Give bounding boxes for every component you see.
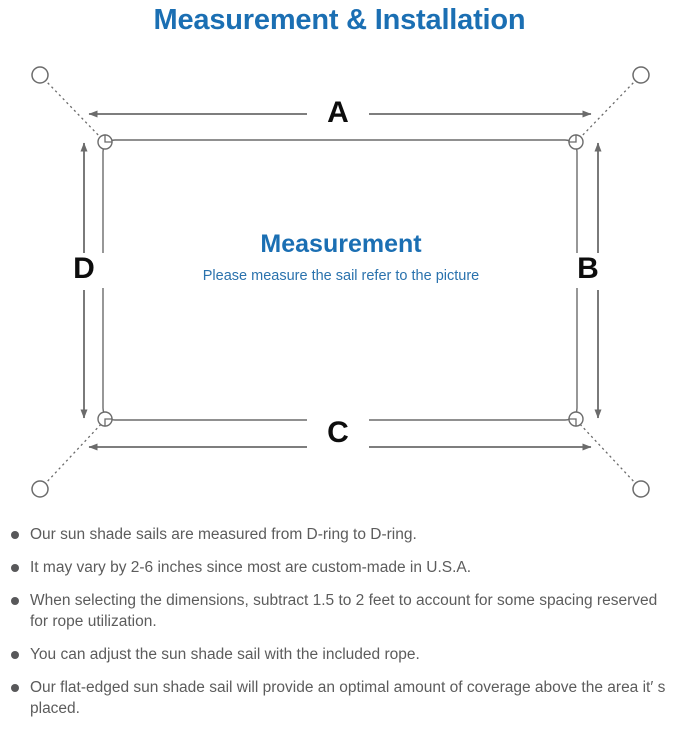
note-text: It may vary by 2-6 inches since most are… — [30, 559, 472, 576]
anchor-point-top-left-icon — [31, 66, 49, 84]
bullet-icon — [11, 564, 19, 572]
rope-line-bottom-left — [43, 420, 105, 486]
dimension-label-c: C — [307, 417, 369, 450]
dimension-arrows — [80, 110, 602, 451]
sail-caption: Measurement Please measure the sail refe… — [103, 229, 579, 286]
rope-line-top-left — [43, 78, 105, 142]
bullet-icon — [11, 651, 19, 659]
rope-line-bottom-right — [576, 420, 638, 486]
page-title: Measurement & Installation — [153, 4, 526, 36]
note-text: You can adjust the sun shade sail with t… — [30, 646, 420, 663]
dimension-label-b: B — [566, 253, 610, 288]
note-text: When selecting the dimensions, subtract … — [30, 592, 658, 630]
bullet-icon — [11, 684, 19, 692]
d-ring-bottom-right-flange — [568, 418, 577, 427]
bullet-icon — [11, 597, 19, 605]
note-text: Our sun shade sails are measured from D-… — [30, 526, 417, 543]
sail-caption-subtitle: Please measure the sail refer to the pic… — [202, 268, 480, 284]
dimension-label-d: D — [62, 253, 106, 288]
d-ring-bottom-left-flange — [104, 418, 113, 427]
d-ring-top-left-flange — [104, 134, 113, 143]
list-item: Our flat-edged sun shade sail will provi… — [0, 677, 679, 719]
list-item: You can adjust the sun shade sail with t… — [0, 644, 679, 665]
dimension-label-a: A — [307, 97, 369, 130]
bullet-icon — [11, 531, 19, 539]
d-rings — [97, 134, 584, 427]
note-text: Our flat-edged sun shade sail will provi… — [30, 679, 666, 717]
anchor-point-bottom-left-icon — [31, 480, 49, 498]
anchor-points — [31, 66, 650, 498]
anchor-point-top-right-icon — [632, 66, 650, 84]
sail-caption-title: Measurement — [260, 230, 422, 258]
notes-list: Our sun shade sails are measured from D-… — [0, 524, 679, 731]
list-item: Our sun shade sails are measured from D-… — [0, 524, 679, 545]
list-item: It may vary by 2-6 inches since most are… — [0, 557, 679, 578]
rope-line-top-right — [576, 78, 638, 142]
list-item: When selecting the dimensions, subtract … — [0, 590, 679, 632]
diagram-canvas — [31, 66, 650, 498]
d-ring-top-right-flange — [568, 134, 577, 143]
rope-lines — [43, 78, 638, 486]
sail-measurement-diagram: A B C D Measurement Please measure the s… — [0, 44, 679, 516]
anchor-point-bottom-right-icon — [632, 480, 650, 498]
